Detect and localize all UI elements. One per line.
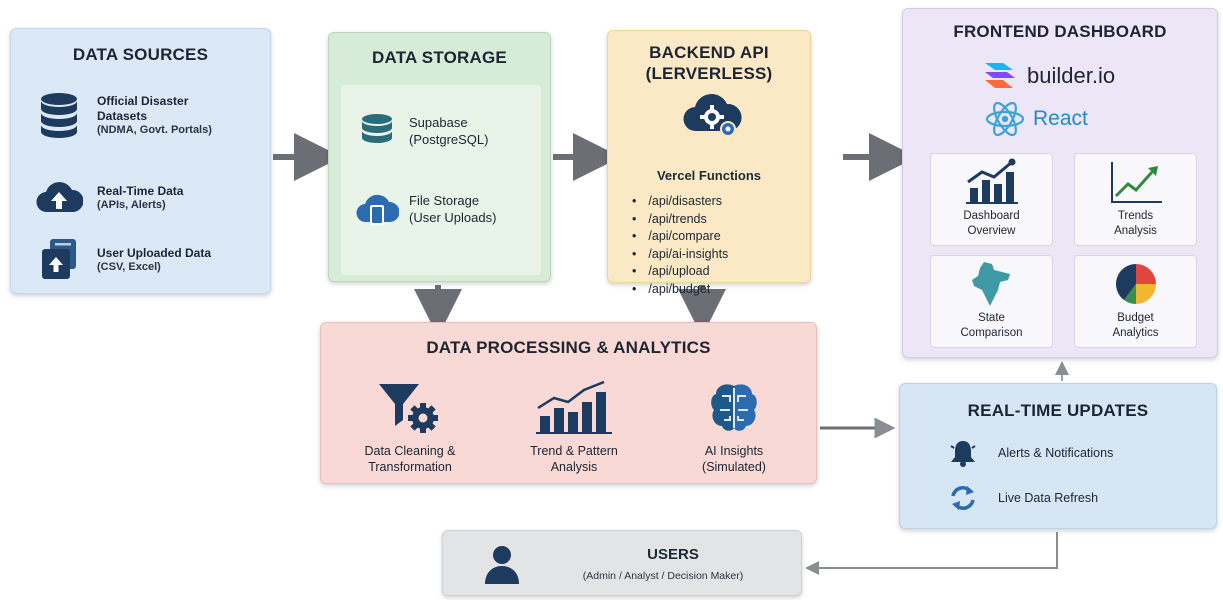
bar-trend-icon [499, 379, 649, 437]
builder-io-logo: builder.io [983, 61, 1115, 91]
api-endpoint: /api/ai-insights [632, 246, 728, 264]
filter-gear-icon [335, 379, 485, 437]
database-icon [33, 91, 85, 139]
api-endpoint-list: /api/disasters /api/trends /api/compare … [632, 193, 728, 298]
api-endpoint: /api/upload [632, 263, 728, 281]
api-endpoint: /api/budget [632, 281, 728, 299]
users-roles: (Admin / Analyst / Decision Maker) [582, 570, 744, 582]
cloud-upload-icon [33, 173, 85, 221]
pie-chart-icon [1075, 256, 1196, 308]
bell-icon [946, 438, 980, 468]
source-label: User Uploaded Data [97, 245, 212, 260]
api-endpoint: /api/compare [632, 228, 728, 246]
storage-sub: (User Uploads) [409, 210, 497, 225]
api-endpoint: /api/disasters [632, 193, 728, 211]
data-sources-panel: DATA SOURCES Official Disaster Datasets … [10, 28, 271, 294]
trend-line-icon [1075, 154, 1196, 206]
source-sub: (CSV, Excel) [97, 260, 161, 273]
source-sub: (APIs, Alerts) [97, 198, 166, 211]
process-item-ai: AI Insights (Simulated) [659, 379, 809, 475]
india-map-icon [931, 256, 1052, 308]
brain-icon [659, 379, 809, 437]
builder-io-label: builder.io [1027, 63, 1116, 88]
data-sources-title: DATA SOURCES [72, 45, 209, 64]
tile-label-line1: Trends [1117, 210, 1154, 222]
source-label: Real-Time Data [97, 183, 184, 198]
tile-budget-analytics: Budget Analytics [1074, 255, 1197, 348]
storage-label: Supabase [409, 115, 468, 130]
data-processing-panel: DATA PROCESSING & ANALYTICS [320, 322, 817, 484]
realtime-item-refresh: Live Data Refresh [946, 484, 1098, 512]
users-title: USERS [647, 546, 699, 563]
bar-chart-icon [931, 154, 1052, 206]
process-label-line1: AI Insights [704, 444, 764, 458]
storage-inner-panel: Supabase (PostgreSQL) File Storage (User… [341, 85, 541, 275]
realtime-title: REAL-TIME UPDATES [967, 401, 1149, 420]
process-label-line2: (Simulated) [702, 460, 766, 474]
process-label-line2: Analysis [550, 460, 598, 474]
tile-label-line2: Overview [967, 225, 1016, 237]
process-label-line2: Transformation [368, 460, 452, 474]
source-item-uploaded: User Uploaded Data (CSV, Excel) [33, 235, 211, 283]
backend-title: BACKEND API (LERVERLESS) [608, 42, 810, 84]
tile-trends-analysis: Trends Analysis [1074, 153, 1197, 246]
tile-state-comparison: State Comparison [930, 255, 1053, 348]
source-label: Official Disaster Datasets [97, 94, 189, 123]
realtime-label: Live Data Refresh [998, 491, 1099, 505]
realtime-item-alerts: Alerts & Notifications [946, 438, 1113, 468]
cloud-gear-icon [682, 91, 742, 144]
source-item-official: Official Disaster Datasets (NDMA, Govt. … [33, 91, 227, 139]
tile-label-line1: Budget [1117, 312, 1154, 324]
storage-label: File Storage [409, 193, 480, 208]
tile-label-line2: Analytics [1112, 327, 1159, 339]
database-icon [355, 109, 399, 153]
realtime-updates-panel: REAL-TIME UPDATES Alerts & Notifications… [899, 383, 1217, 529]
cloud-file-icon [355, 187, 399, 231]
react-icon [985, 102, 1025, 136]
process-item-trend: Trend & Pattern Analysis [499, 379, 649, 475]
builder-icon [985, 63, 1015, 88]
backend-api-panel: BACKEND API (LERVERLESS) Vercel Function… [607, 30, 811, 296]
frontend-title: FRONTEND DASHBOARD [953, 22, 1167, 41]
data-storage-title: DATA STORAGE [372, 48, 507, 67]
frontend-dashboard-panel: FRONTEND DASHBOARD builder.io [902, 8, 1218, 358]
users-panel: USERS (Admin / Analyst / Decision Maker) [442, 530, 802, 596]
process-label-line1: Trend & Pattern [530, 444, 618, 458]
processing-title: DATA PROCESSING & ANALYTICS [426, 338, 711, 357]
arrow-realtime-to-users [805, 532, 1058, 575]
refresh-icon [946, 484, 980, 512]
storage-item-supabase: Supabase (PostgreSQL) [355, 109, 488, 153]
tile-label-line1: Dashboard [963, 210, 1020, 222]
storage-item-files: File Storage (User Uploads) [355, 187, 496, 231]
storage-sub: (PostgreSQL) [409, 132, 489, 147]
source-item-realtime: Real-Time Data (APIs, Alerts) [33, 173, 183, 221]
upload-file-icon [33, 235, 85, 283]
tile-label-line2: Comparison [960, 327, 1023, 339]
vercel-functions-label: Vercel Functions [656, 168, 762, 183]
source-sub: (NDMA, Govt. Portals) [97, 124, 212, 136]
backend-title-line1: BACKEND API [649, 43, 769, 62]
process-item-cleaning: Data Cleaning & Transformation [335, 379, 485, 475]
user-icon [483, 544, 521, 591]
react-logo: React [985, 102, 1088, 136]
tile-label-line1: State [978, 312, 1005, 324]
api-endpoint: /api/trends [632, 211, 728, 229]
data-storage-panel: DATA STORAGE Supabase (PostgreSQL) [328, 32, 551, 282]
process-label-line1: Data Cleaning & [364, 444, 456, 458]
realtime-label: Alerts & Notifications [998, 446, 1114, 460]
tile-label-line2: Analysis [1114, 225, 1157, 237]
backend-title-line2: (LERVERLESS) [645, 64, 773, 83]
tile-dashboard-overview: Dashboard Overview [930, 153, 1053, 246]
react-label: React [1033, 107, 1088, 130]
